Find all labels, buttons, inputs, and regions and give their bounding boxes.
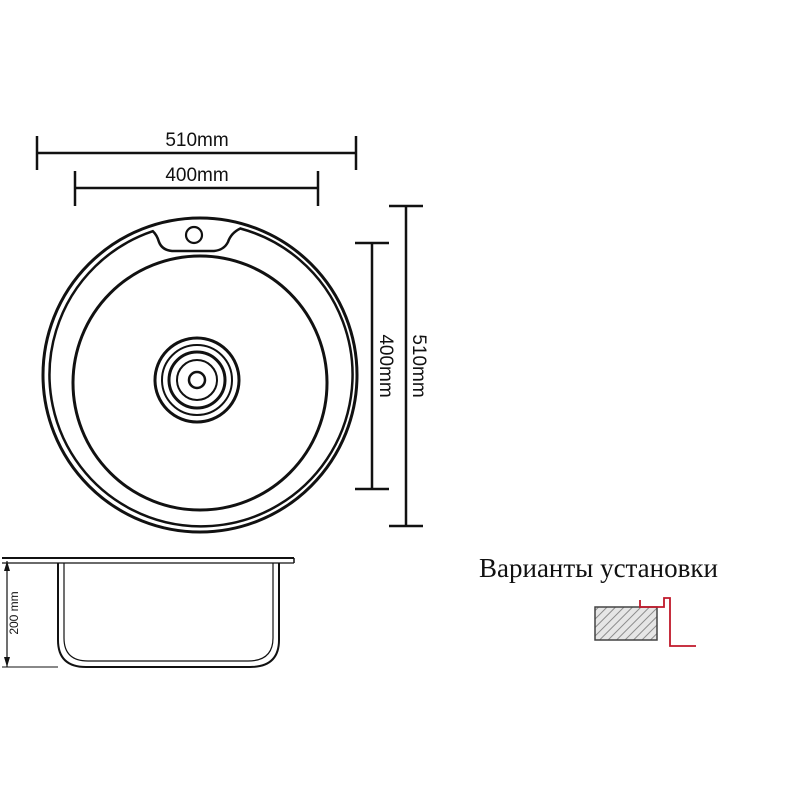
outer-width-label: 510mm — [165, 130, 228, 151]
inner-width-label: 400mm — [165, 165, 228, 186]
outer-height-dimension: 510mm — [389, 204, 429, 528]
depth-dimension: 200 mm — [2, 561, 58, 668]
sink-bowl — [71, 254, 329, 512]
sink-outer-rim — [41, 216, 359, 534]
drain-icon — [153, 336, 241, 424]
inner-width-dimension: 400mm — [73, 165, 320, 206]
depth-label: 200 mm — [7, 591, 21, 634]
install-option-icon — [594, 597, 696, 647]
install-sink-profile — [639, 597, 696, 647]
outer-width-dimension: 510mm — [35, 130, 358, 170]
outer-height-label: 510mm — [408, 334, 429, 397]
sink-inner-rim — [48, 227, 354, 528]
inner-height-dimension: 400mm — [355, 241, 396, 491]
tap-hole — [184, 225, 204, 245]
sink-top-view — [41, 216, 359, 534]
inner-height-label: 400mm — [375, 334, 396, 397]
install-options-title: Варианты установки — [479, 553, 718, 583]
sink-side-view — [2, 557, 295, 668]
